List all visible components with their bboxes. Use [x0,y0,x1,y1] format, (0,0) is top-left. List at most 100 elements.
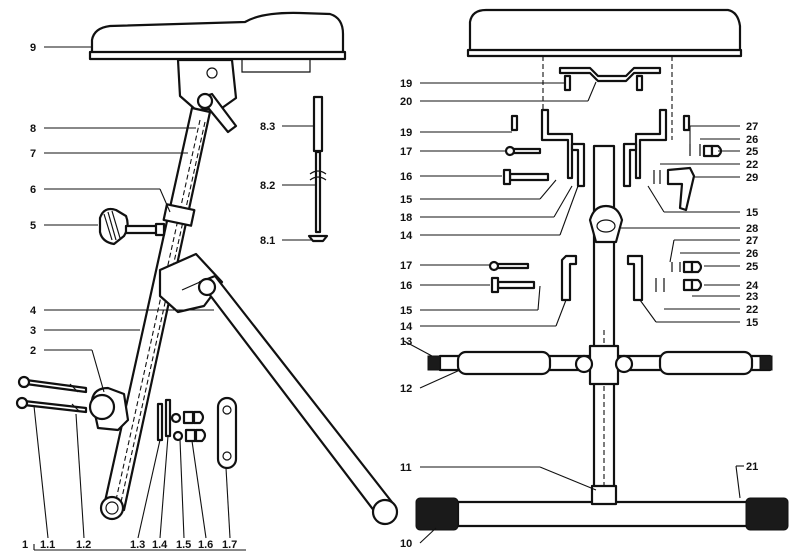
callout-14-lower: 14 [400,321,413,333]
long-bolt-lower [22,399,88,414]
callout-18: 18 [400,212,412,224]
long-bolt-upper-head [17,375,31,389]
washer-26-upper [689,144,701,156]
left-assembly [15,11,399,526]
upper-clip-right [622,142,638,188]
callout-6: 6 [30,184,36,196]
bolt-17-lower [494,262,530,270]
callout-27-lower: 27 [746,235,758,247]
nut-a [182,410,195,425]
lock-knob [588,204,624,244]
bolt-17-lower-head [488,260,500,272]
seat-cushion-left [90,11,345,58]
seat-base-plate-right [466,48,743,58]
callout-15-upper-left: 15 [400,194,412,206]
clamp-lever [666,166,696,212]
callout-24: 24 [746,280,759,292]
callout-5: 5 [30,220,36,232]
column-base-joint [590,484,618,506]
bracket-lever-knob [196,92,214,110]
callout-15-lower-left: 15 [400,305,412,317]
callout-8-1: 8.1 [260,235,275,247]
washer-22-lower [655,278,665,292]
link-strap [216,396,238,470]
callout-16-upper: 16 [400,171,412,183]
lock-washer [69,383,81,413]
callout-27-upper: 27 [746,121,758,133]
foot-8-1 [307,234,329,243]
tube-end-cap [99,495,125,521]
callout-1-3: 1.3 [130,539,145,551]
callout-14-upper: 14 [400,230,413,242]
clamp-bolt-right [614,354,634,374]
leg-pivot-pin [197,277,217,297]
cap-25-upper [710,144,723,158]
support-leg [198,274,397,518]
callout-10: 10 [400,538,412,550]
base-foot-left [415,497,459,531]
callout-8-2: 8.2 [260,180,275,192]
bolt-17-upper-head [504,145,516,157]
bracket-hole [206,67,218,79]
callout-9: 9 [30,42,36,54]
washer-22-upper [653,170,661,184]
callout-17-upper: 17 [400,146,412,158]
handlebar-clamp [588,344,620,386]
knob-screw-end [154,222,166,237]
callout-labels: 9 8 7 6 5 4 3 2 8.3 8.2 8.1 1 1.1 1.2 1.… [22,42,759,551]
callout-25-lower: 25 [746,261,758,273]
clamp-bolt-left [574,354,594,374]
link-strap-hole-bottom [222,451,232,461]
mounting-outline [542,56,673,140]
callout-1-6: 1.6 [198,539,213,551]
rod-8-2 [314,150,322,234]
grip-right [658,350,754,376]
bolt-16-upper [508,172,550,182]
lock-knob-face [596,219,616,233]
callout-13: 13 [400,336,412,348]
upper-clip-left [570,142,586,188]
seat-plate [558,66,662,83]
callout-2: 2 [30,345,36,357]
callout-12: 12 [400,383,412,395]
cap-nut-a [192,410,205,425]
long-bolt-lower-head [15,396,29,410]
callout-7: 7 [30,148,36,160]
washer-a [170,412,182,424]
callout-21: 21 [746,461,758,473]
callout-19-upper: 19 [400,78,412,90]
bar-end-right [759,355,773,371]
spacer-strip-b [164,398,172,438]
grip-left [456,350,552,376]
callout-28: 28 [746,223,758,235]
leader-lines [33,46,744,551]
cap-24-lower [690,278,703,292]
callout-25-upper: 25 [746,146,758,158]
handle-clamp-ring [88,393,116,421]
seat-screw-a [563,74,572,92]
rod-8-3 [312,95,324,153]
bolt-16-upper-head [502,168,512,186]
knob-ribs [103,210,121,241]
callout-1-5: 1.5 [176,539,191,551]
bracket-screw-b [682,114,691,132]
callout-3: 3 [30,325,36,337]
callout-15-lower-right: 15 [746,317,758,329]
seat-screw-b [635,74,644,92]
callout-26-upper: 26 [746,134,758,146]
callout-1-4: 1.4 [152,539,168,551]
rod-8-2-break [309,170,327,181]
nut-25-upper [702,144,714,158]
callout-26-lower: 26 [746,248,758,260]
support-leg-end [371,498,399,526]
upper-bracket-left [540,108,574,180]
callout-8: 8 [30,123,36,135]
callout-15-upper-right: 15 [746,207,758,219]
callout-4: 4 [30,305,37,317]
seat-base-plate-left [88,50,347,61]
washer-26-lower [671,262,681,272]
spacer-strip-a [156,402,164,442]
nut-25-lower [682,260,694,274]
